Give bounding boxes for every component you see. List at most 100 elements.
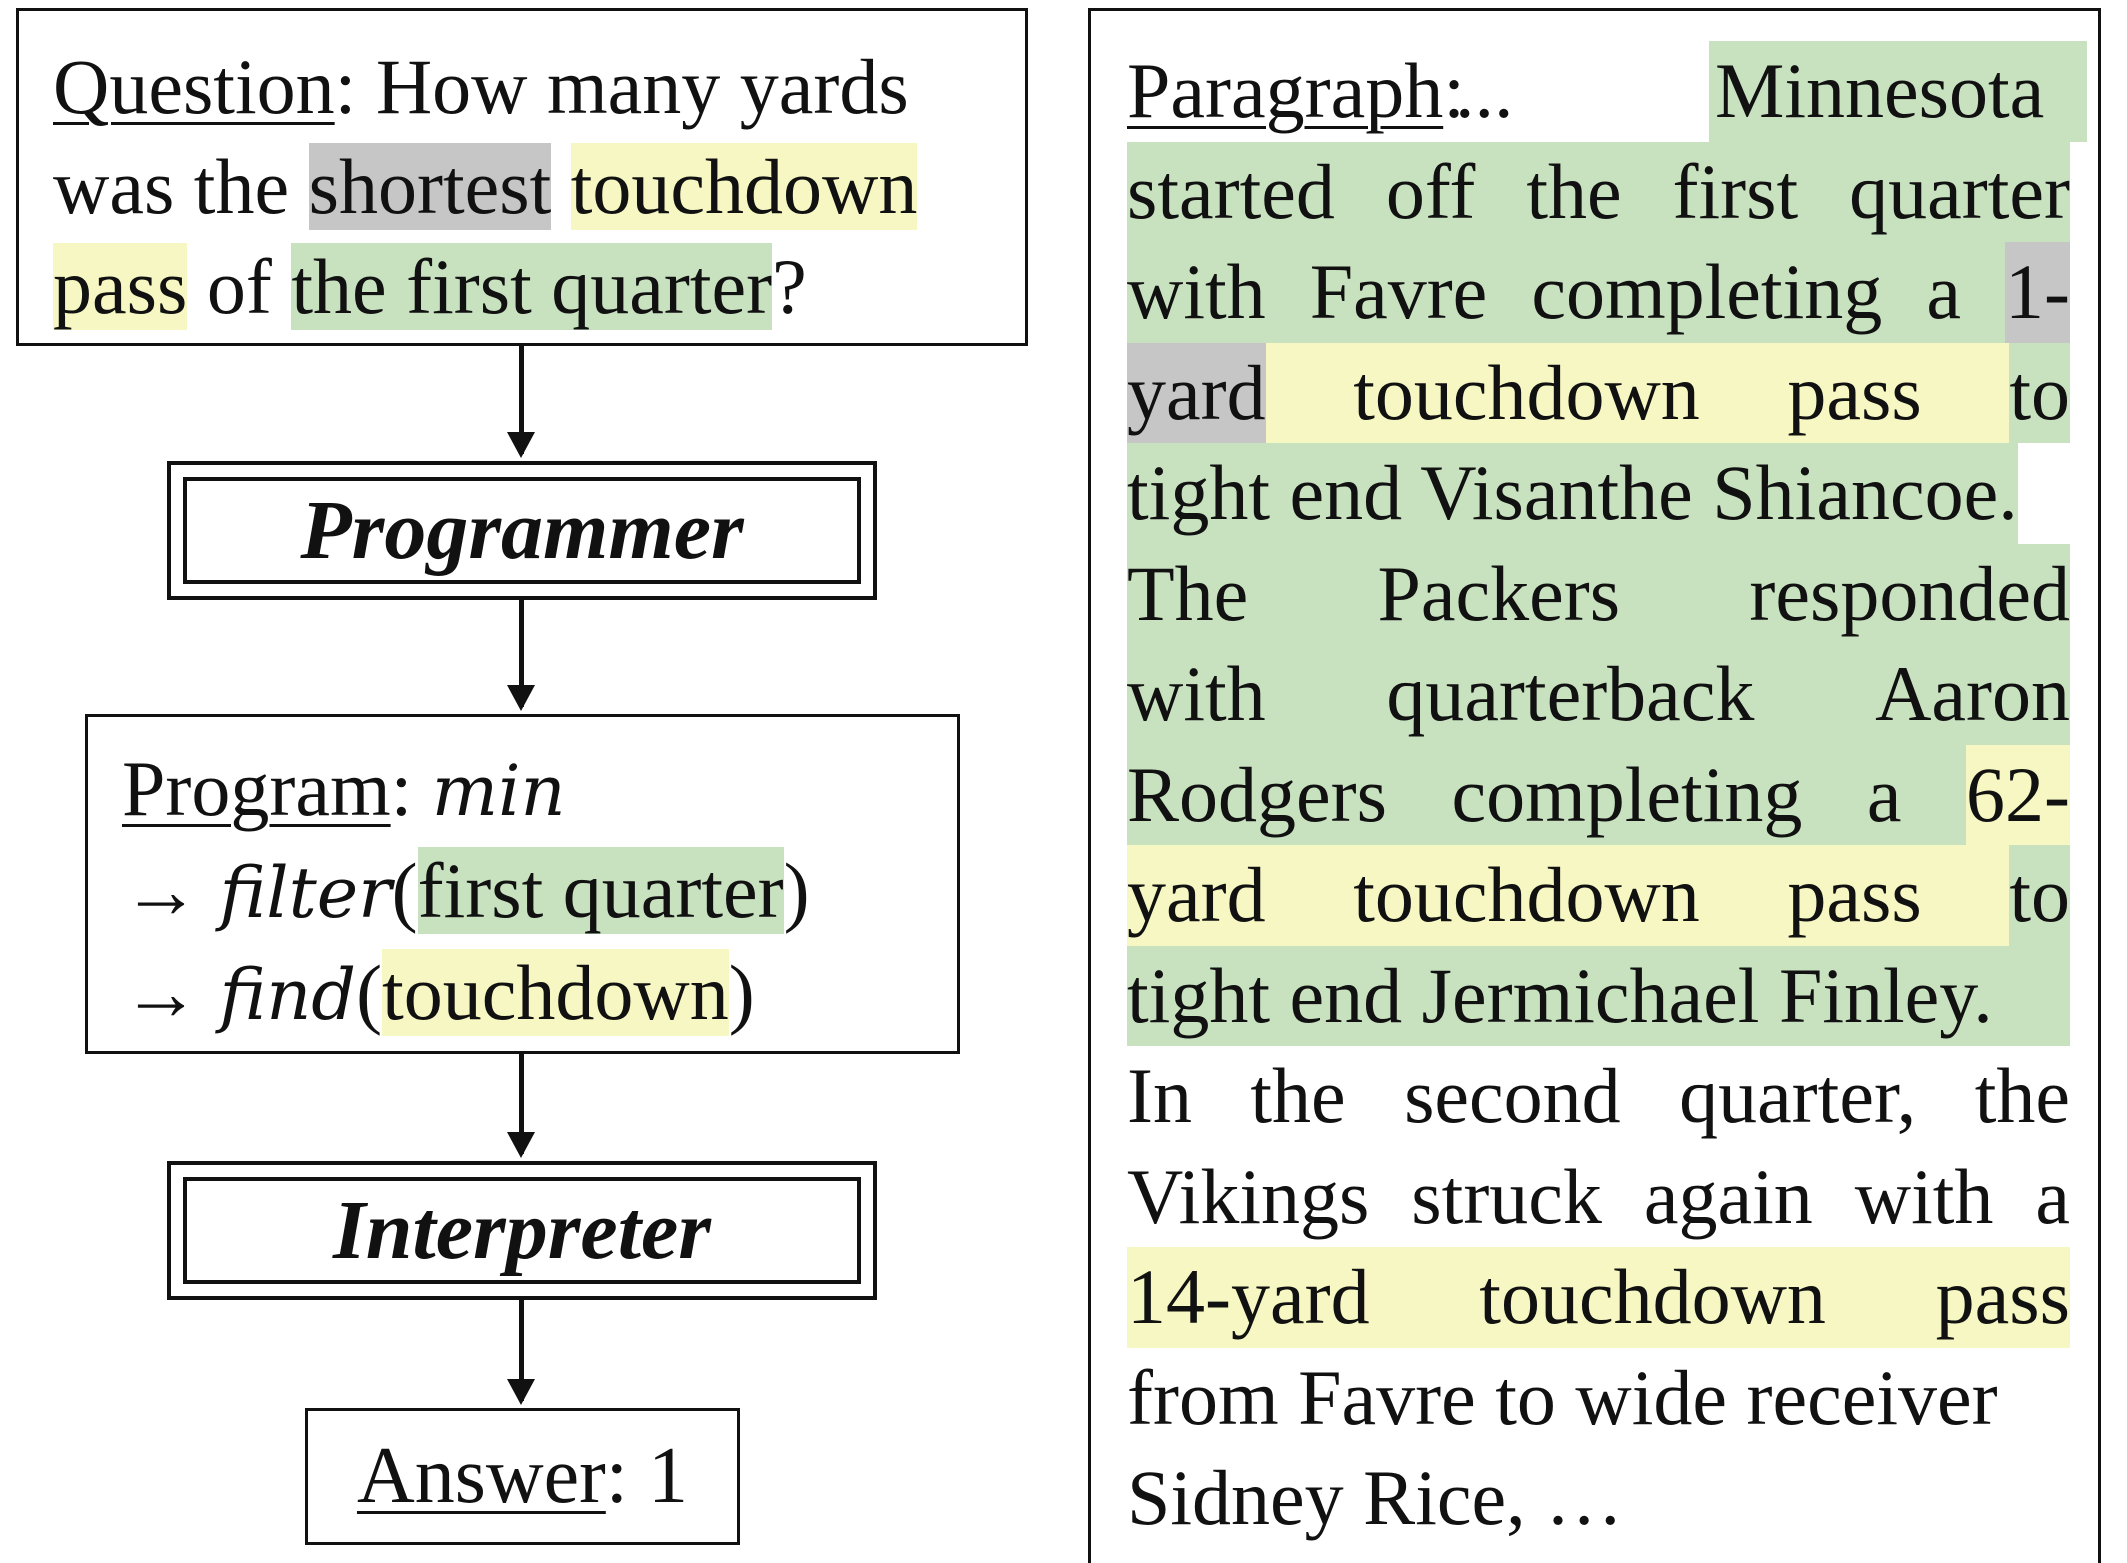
- program-line-1: Program: min: [122, 739, 957, 841]
- paragraph-word: from Favre to wide receiver: [1127, 1353, 1998, 1441]
- answer-box: Answer: 1: [305, 1408, 740, 1545]
- paragraph-word: Favre: [1309, 248, 1488, 335]
- paragraph-word: struck: [1411, 1152, 1602, 1240]
- paren-open: (: [356, 949, 383, 1036]
- paragraph-line-0: Paragraph: ... Minnesota: [1127, 41, 2087, 142]
- paragraph-word: 62-: [1966, 744, 2070, 845]
- program-op-find: find: [219, 954, 357, 1036]
- paren-close: ): [783, 847, 810, 934]
- question-superlative-highlight: shortest: [308, 143, 552, 230]
- question-label: Question: [53, 43, 335, 130]
- arrow-program-to-interpreter: [507, 1054, 535, 1158]
- paragraph-word: completing: [1451, 750, 1803, 838]
- question-box: Question: How many yards was the shortes…: [16, 8, 1028, 346]
- paragraph-word: second: [1404, 1052, 1621, 1139]
- paragraph-line-13: from Favre to wide receiver: [1127, 1348, 2066, 1449]
- arrow-glyph: →: [122, 847, 200, 934]
- paragraph-word: tight end Visanthe Shiancoe.: [1127, 443, 2018, 544]
- find-arg-highlight: touchdown: [382, 949, 729, 1036]
- paren-open: (: [391, 847, 418, 934]
- paragraph-line-2: with Favre completing a 1-: [1127, 242, 2070, 343]
- question-line-2: was the shortest touchdown: [53, 137, 999, 237]
- paragraph-word: yard: [1127, 851, 1266, 938]
- paragraph-word: the: [1526, 147, 1622, 235]
- paragraph-ellipsis: ...: [1455, 47, 1514, 134]
- question-text: of: [187, 243, 292, 330]
- paragraph-word: quarter,: [1679, 1052, 1917, 1139]
- answer-value: : 1: [605, 1432, 689, 1520]
- paragraph-word: to: [2009, 845, 2070, 946]
- paragraph-word: 14-yard: [1127, 1253, 1370, 1340]
- paragraph-line-8: yard touchdown pass to: [1127, 845, 2070, 946]
- paragraph-word: pass: [1935, 1253, 2070, 1340]
- arrow-glyph: →: [122, 949, 200, 1036]
- programmer-label: Programmer: [183, 477, 861, 584]
- question-text: How many yards: [356, 43, 909, 130]
- paragraph-word: touchdown: [1353, 348, 1700, 436]
- paragraph-word: Rodgers: [1127, 750, 1387, 838]
- paragraph-line-14: Sidney Rice, …: [1127, 1448, 2066, 1549]
- program-line-3: → find(touchdown): [122, 943, 957, 1045]
- paragraph-line-7: Rodgers completing a 62-: [1127, 744, 2070, 845]
- arrow-interpreter-to-answer: [507, 1300, 535, 1405]
- paragraph-word: a: [1866, 750, 1902, 838]
- paragraph-word: Sidney Rice, …: [1127, 1454, 1624, 1541]
- filter-arg-highlight: first quarter: [417, 847, 784, 934]
- paragraph-word: with: [1854, 1152, 1994, 1240]
- paragraph-word: Aaron: [1875, 650, 2070, 737]
- paragraph-line-11: Vikings struck again with a: [1127, 1147, 2070, 1248]
- question-space: [551, 143, 571, 230]
- paragraph-box: Paragraph: ... Minnesota started off the…: [1088, 8, 2101, 1563]
- question-event-highlight: pass: [53, 243, 188, 330]
- question-colon: :: [334, 43, 357, 130]
- paragraph-word: the: [1974, 1052, 2070, 1139]
- paragraph-word: quarter: [1849, 147, 2070, 235]
- paragraph-superlative-highlight: 1-: [2004, 242, 2070, 343]
- paragraph-word: to: [2009, 342, 2070, 443]
- paragraph-word: pass: [1787, 851, 1922, 938]
- answer-label: Answer: [356, 1432, 606, 1520]
- paragraph-word: pass: [1787, 348, 1922, 436]
- arrow-question-to-programmer: [507, 346, 535, 458]
- paragraph-word: the: [1250, 1052, 1346, 1139]
- paragraph-word: first: [1672, 147, 1799, 235]
- paragraph-superlative-highlight: yard: [1127, 342, 1266, 443]
- question-event-highlight: touchdown: [570, 143, 918, 230]
- question-end: ?: [772, 243, 807, 330]
- paragraph-label: Paragraph: [1127, 47, 1444, 134]
- paragraph-word: touchdown: [1479, 1253, 1826, 1340]
- programmer-box: Programmer: [167, 461, 877, 600]
- program-op-min: min: [431, 750, 566, 832]
- paragraph-word: a: [1926, 248, 1961, 335]
- interpreter-box: Interpreter: [167, 1161, 877, 1300]
- program-line-2: → filter(first quarter): [122, 841, 957, 943]
- paren-close: ): [728, 949, 755, 1036]
- paragraph-word: started: [1127, 147, 1335, 235]
- paragraph-word: quarterback: [1386, 650, 1755, 737]
- paragraph-line-1: started off the first quarter: [1127, 141, 2070, 242]
- paragraph-word: Vikings: [1127, 1152, 1370, 1240]
- question-span-highlight: the first quarter: [291, 243, 773, 330]
- paragraph-line-5: The Packers responded: [1127, 543, 2070, 644]
- program-op-filter: filter: [219, 852, 392, 934]
- paragraph-word: touchdown: [1353, 851, 1700, 938]
- paragraph-line-9: tight end Jermichael Finley.: [1127, 945, 2070, 1046]
- paragraph-word: The: [1127, 549, 1249, 637]
- paragraph-word: In: [1127, 1052, 1192, 1139]
- question-line-1: Question: How many yards: [53, 37, 999, 137]
- paragraph-colon: :: [1443, 47, 1465, 134]
- paragraph-word: tight end Jermichael Finley.: [1127, 945, 2070, 1046]
- paragraph-word: off: [1385, 147, 1476, 235]
- paragraph-word: completing: [1531, 248, 1883, 335]
- paragraph-word: with: [1127, 248, 1266, 335]
- paragraph-line-6: with quarterback Aaron: [1127, 644, 2070, 745]
- program-label: Program: [122, 745, 391, 832]
- paragraph-line-12: 14-yard touchdown pass: [1127, 1247, 2070, 1348]
- program-colon: :: [390, 745, 413, 832]
- program-box: Program: min → filter(first quarter) → f…: [85, 714, 960, 1054]
- paragraph-line-10: In the second quarter, the: [1127, 1046, 2070, 1147]
- question-text: was the: [53, 143, 309, 230]
- paragraph-word: with: [1127, 650, 1266, 737]
- arrow-programmer-to-program: [507, 600, 535, 711]
- paragraph-word: a: [2035, 1152, 2070, 1240]
